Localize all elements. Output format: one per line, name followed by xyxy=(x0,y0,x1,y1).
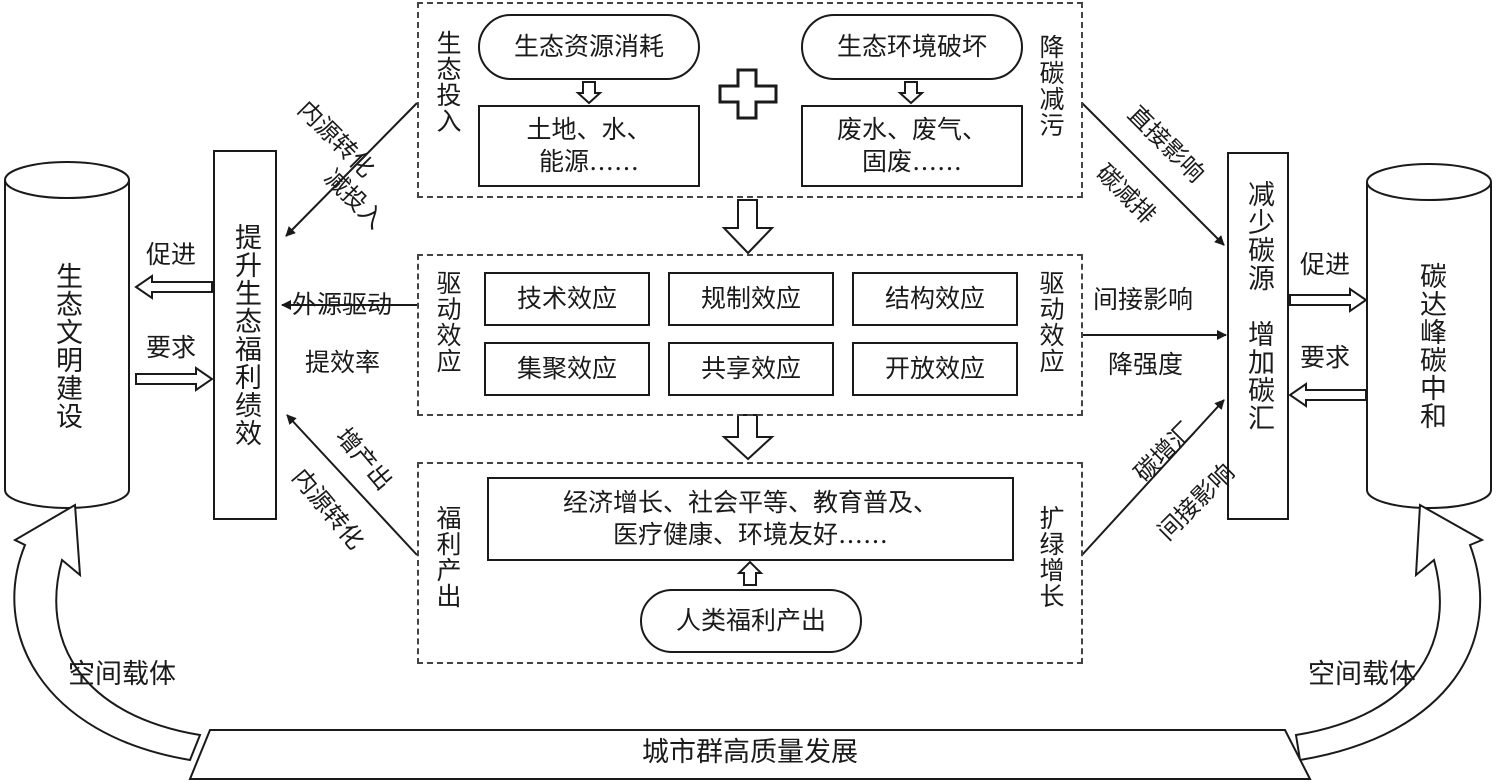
external-drive-label: 外源驱动 xyxy=(292,290,393,319)
curved-arrow-icon xyxy=(12,503,202,762)
right-require-label: 要求 xyxy=(1300,343,1351,372)
right-carrier-label: 空间载体 xyxy=(1308,659,1416,690)
down-arrow-icon xyxy=(897,81,925,105)
left-cylinder-shape xyxy=(4,161,130,509)
right-cylinder-shape xyxy=(1366,163,1492,509)
increase-sink-label: 增加碳汇 xyxy=(1243,320,1274,432)
effect-agglomeration: 集聚效应 xyxy=(484,342,650,396)
effect-opening: 开放效应 xyxy=(852,342,1018,396)
indirect-impact-label: 间接影响 xyxy=(1093,285,1194,314)
bottom-section xyxy=(417,462,1083,664)
right-cylinder-label: 碳达峰碳中和 xyxy=(1415,262,1446,430)
efficiency-label: 提效率 xyxy=(305,348,381,377)
pollutants-box: 废水、废气、 固废…… xyxy=(801,105,1023,187)
up-arrow-icon xyxy=(736,560,764,586)
top-section xyxy=(417,2,1083,198)
down-arrow-icon xyxy=(721,414,775,461)
left-promote-label: 促进 xyxy=(146,240,197,269)
down-arrow-icon xyxy=(721,199,775,255)
middle-section xyxy=(417,254,1083,416)
consumption-pill: 生态资源消耗 xyxy=(478,14,700,80)
down-arrow-icon xyxy=(575,81,603,105)
effect-sharing: 共享效应 xyxy=(668,342,834,396)
curved-arrow-icon xyxy=(1294,503,1485,762)
double-arrow-icon xyxy=(134,274,213,300)
double-arrow-icon xyxy=(1289,287,1368,313)
outcomes-box: 经济增长、社会平等、教育普及、 医疗健康、环境友好…… xyxy=(487,477,1014,561)
effect-technology: 技术效应 xyxy=(484,272,650,326)
base-label: 城市群高质量发展 xyxy=(642,737,858,768)
damage-pill: 生态环境破坏 xyxy=(801,14,1023,80)
effect-structure: 结构效应 xyxy=(852,272,1018,326)
double-arrow-icon xyxy=(1288,382,1367,408)
performance-label: 提升生态福利绩效 xyxy=(230,223,261,447)
plus-icon xyxy=(718,68,778,120)
bottom-right-label: 扩绿增长 xyxy=(1036,505,1065,609)
middle-right-label: 驱动效应 xyxy=(1036,270,1065,374)
top-right-label: 降碳减污 xyxy=(1036,34,1065,138)
middle-left-label: 驱动效应 xyxy=(433,270,462,374)
top-left-label: 生态投入 xyxy=(433,30,462,134)
left-carrier-label: 空间载体 xyxy=(68,659,176,690)
double-arrow-icon xyxy=(135,366,214,392)
left-cylinder-label: 生态文明建设 xyxy=(51,262,82,430)
resources-box: 土地、水、 能源…… xyxy=(478,105,700,187)
left-require-label: 要求 xyxy=(146,333,197,362)
effect-regulation: 规制效应 xyxy=(668,272,834,326)
carbon-box: 减少碳源 增加碳汇 xyxy=(1227,152,1289,520)
bottom-left-label: 福利产出 xyxy=(433,505,462,609)
right-promote-label: 促进 xyxy=(1300,250,1351,279)
welfare-pill: 人类福利产出 xyxy=(640,589,862,653)
base-trapezoid xyxy=(188,729,1312,780)
reduce-intensity-label: 降强度 xyxy=(1108,350,1184,379)
reduce-source-label: 减少碳源 xyxy=(1243,180,1274,292)
performance-box: 提升生态福利绩效 xyxy=(213,150,277,520)
